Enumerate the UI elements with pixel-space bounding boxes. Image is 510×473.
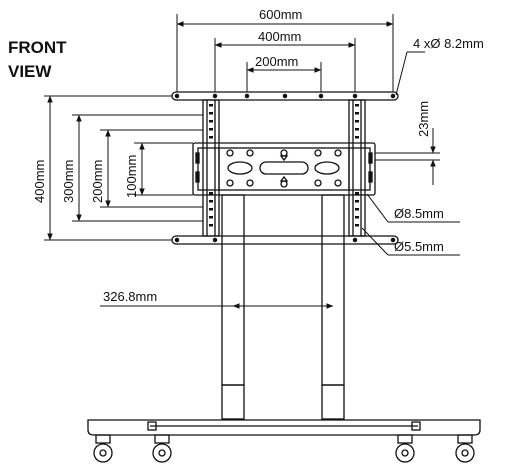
label-pole-spacing: 326.8mm [103,289,157,304]
left-rail [202,99,220,237]
rail-holes [209,104,359,227]
label-width-200: 200mm [255,54,298,69]
caster-rear-left [152,434,172,463]
dimension-labels: 600mm 400mm 200mm 4 xØ 8.2mm 400mm 300mm… [32,7,484,304]
caster-front-left [93,434,113,463]
label-hole-85: Ø8.5mm [394,206,444,221]
base [87,419,481,436]
dimension-lines [44,14,460,309]
bottom-crossbar [171,235,399,245]
label-height-200: 200mm [90,160,105,203]
label-width-400: 400mm [258,29,301,44]
right-column [321,194,345,420]
label-offset-23: 23mm [416,101,431,137]
view-title-line2: VIEW [8,62,52,81]
label-height-100: 100mm [124,155,139,198]
label-hole-55: Ø5.5mm [394,239,444,254]
label-width-600: 600mm [259,7,302,22]
view-title-line1: FRONT [8,38,67,57]
mounting-plate [192,142,376,196]
caster-rear-right [395,434,415,463]
left-column [221,194,245,420]
label-height-300: 300mm [61,160,76,203]
stand-structure [87,91,481,463]
label-bolt-holes: 4 xØ 8.2mm [413,36,484,51]
label-height-400: 400mm [32,160,47,203]
caster-front-right [455,434,475,463]
